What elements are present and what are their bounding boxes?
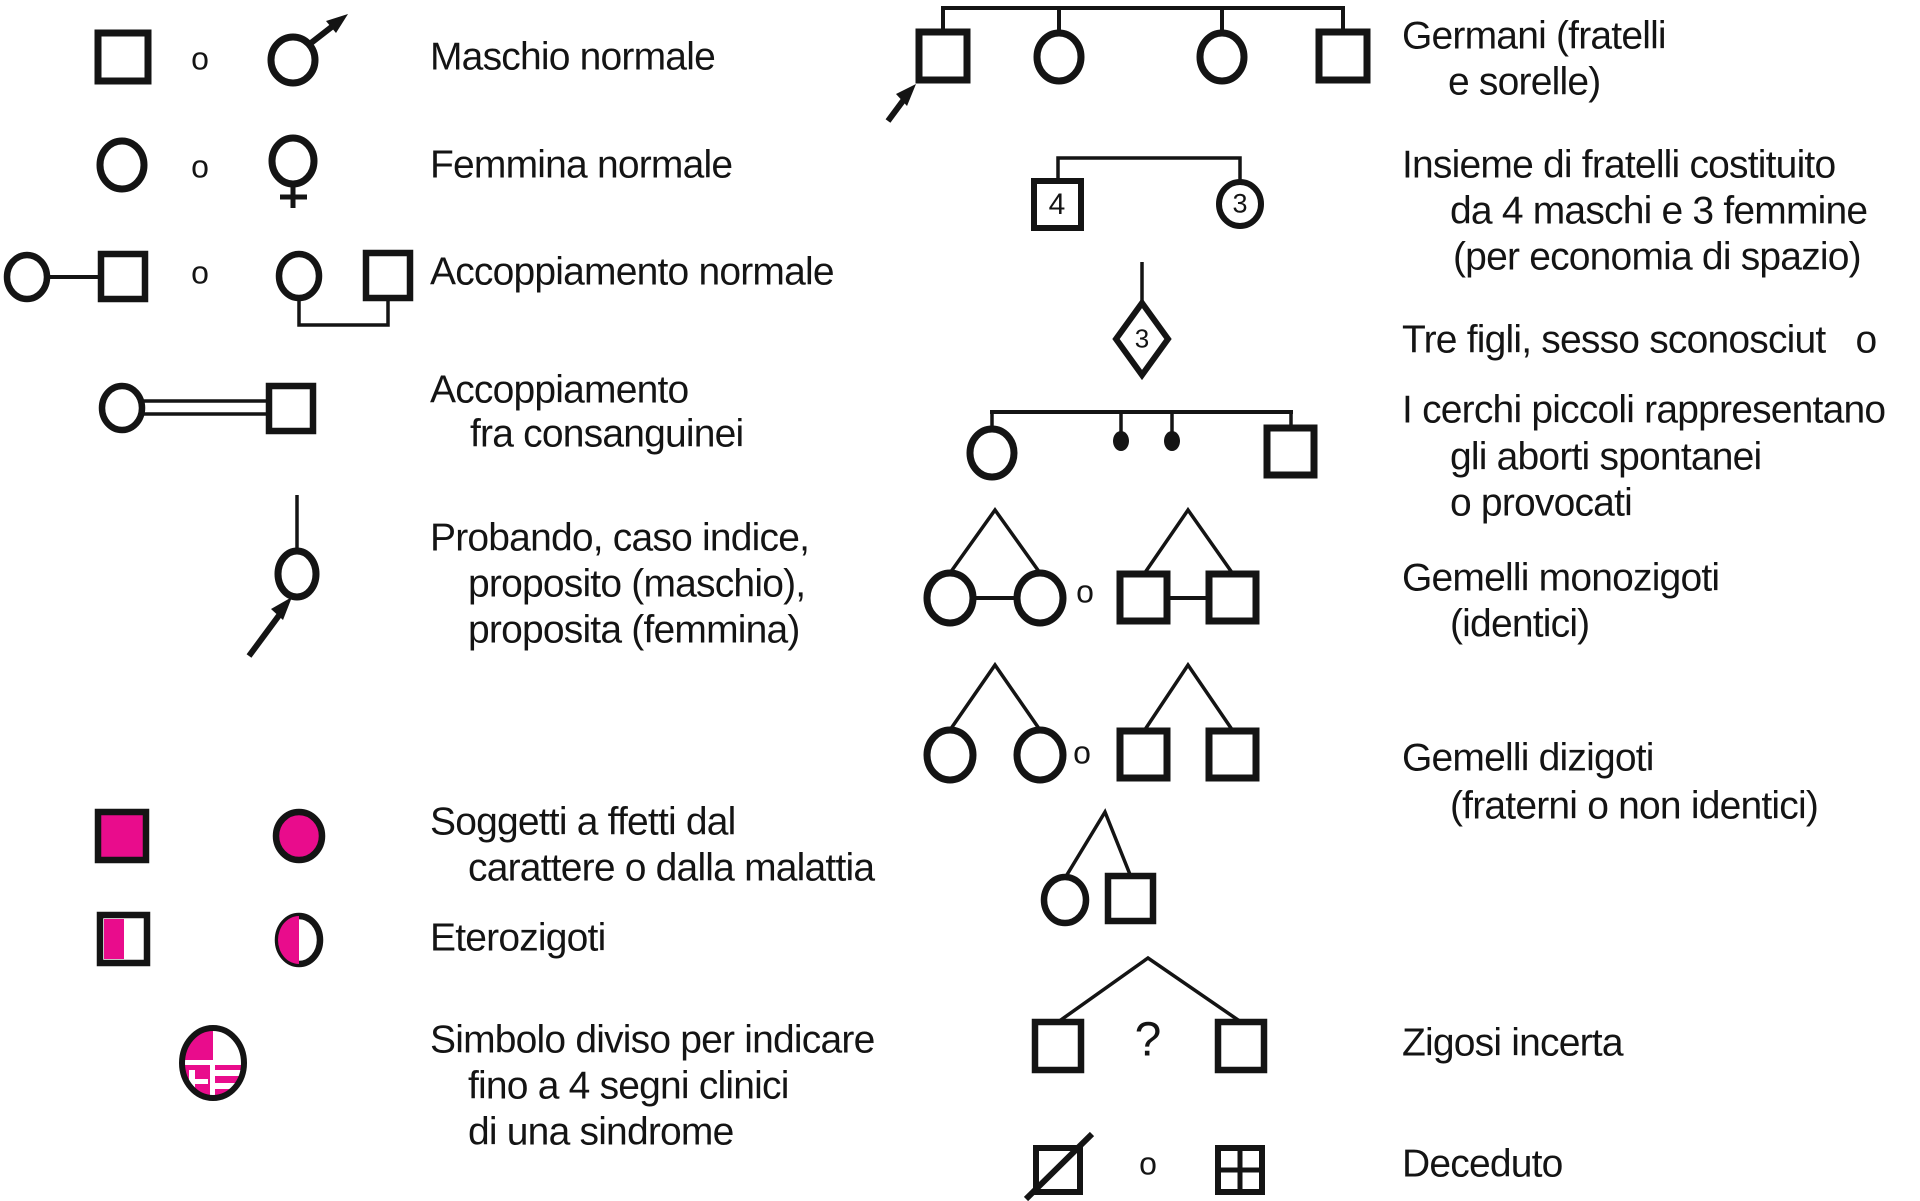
or-separator: o <box>1139 1145 1157 1182</box>
affected-circle-icon <box>272 808 326 864</box>
monozygotic-twins-icon <box>923 506 1260 627</box>
condensed-sibship-icon <box>1031 156 1264 231</box>
mixed-twins-icon <box>1040 808 1157 927</box>
label-monozigoti-line1: Gemelli monozigoti <box>1402 556 1720 600</box>
unknown-sex-count: 3 <box>1134 323 1150 354</box>
label-probando-line3: proposita (femmina) <box>468 608 800 652</box>
male-count: 4 <box>1048 188 1066 221</box>
label-insieme-line1: Insieme di fratelli costituito <box>1402 143 1836 187</box>
quartered-syndrome-circle-icon <box>179 1025 247 1101</box>
female-venus-symbol-icon <box>268 134 318 208</box>
female-count: 3 <box>1232 188 1248 219</box>
label-insieme-line3: (per economia di spazio) <box>1453 235 1862 279</box>
label-maschio-normale: Maschio normale <box>430 35 716 79</box>
label-simbolo-line2: fino a 4 segni clinici <box>468 1064 789 1108</box>
abortion-sibship-icon <box>966 410 1318 481</box>
label-probando-line1: Probando, caso indice, <box>430 516 810 560</box>
label-germani-line1: Germani (fratelli <box>1402 14 1667 58</box>
label-simbolo-line3: di una sindrome <box>468 1110 734 1154</box>
or-separator: o <box>1073 734 1091 771</box>
deceased-slashed-square-icon <box>1023 1131 1095 1201</box>
mating-pair-bottom-link-icon <box>275 249 414 327</box>
label-consanguinei-line2: fra consanguinei <box>470 412 744 456</box>
label-femmina-normale: Femmina normale <box>430 143 733 187</box>
label-monozigoti-line2: (identici) <box>1450 602 1590 646</box>
normal-male-square-icon <box>94 29 152 85</box>
label-consanguinei-line1: Accoppiamento <box>430 368 689 412</box>
uncertain-zygosity-icon <box>1031 955 1268 1074</box>
or-separator: o <box>1076 573 1094 610</box>
unknown-sex-diamond-icon <box>1112 262 1172 381</box>
deceased-window-square-icon <box>1215 1145 1265 1195</box>
label-dizigoti-line2: (fraterni o non identici) <box>1450 784 1819 828</box>
heterozygote-square-icon <box>96 911 151 967</box>
zygosity-question-mark: ? <box>1134 1013 1162 1067</box>
label-probando-line2: proposito (maschio), <box>468 562 806 606</box>
label-deceduto: Deceduto <box>1402 1142 1563 1186</box>
label-insieme-line2: da 4 maschi e 3 femmine <box>1450 189 1868 233</box>
mating-pair-left-icon <box>3 250 149 303</box>
or-separator: o <box>191 254 209 291</box>
label-tre-figli: Tre figli, sesso sconosciut o <box>1402 318 1877 362</box>
label-affetti-line1: Soggetti a ffetti dal <box>430 800 736 844</box>
label-accoppiamento-normale: Accoppiamento normale <box>430 250 835 294</box>
proband-icon <box>246 495 320 658</box>
sibship-line-icon <box>885 6 1371 123</box>
label-affetti-line2: carattere o dalla malattia <box>468 846 875 890</box>
label-eterozigoti: Eterozigoti <box>430 916 606 960</box>
dizygotic-twins-icon <box>923 661 1260 784</box>
label-simbolo-line1: Simbolo diviso per indicare <box>430 1018 875 1062</box>
consanguineous-mating-icon <box>98 382 317 435</box>
label-aborti-line2: gli aborti spontanei <box>1450 435 1762 479</box>
or-separator: o <box>191 148 209 185</box>
or-separator: o <box>191 40 209 77</box>
label-germani-line2: e sorelle) <box>1448 60 1601 104</box>
label-aborti-line1: I cerchi piccoli rappresentano <box>1402 388 1886 432</box>
male-mars-symbol-icon <box>267 14 348 87</box>
label-aborti-line3: o provocati <box>1450 481 1633 525</box>
normal-female-circle-icon <box>96 137 148 193</box>
affected-square-icon <box>94 808 150 864</box>
heterozygote-circle-icon <box>274 912 324 968</box>
label-dizigoti-line1: Gemelli dizigoti <box>1402 736 1654 780</box>
label-zigosi-incerta: Zigosi incerta <box>1402 1021 1624 1065</box>
